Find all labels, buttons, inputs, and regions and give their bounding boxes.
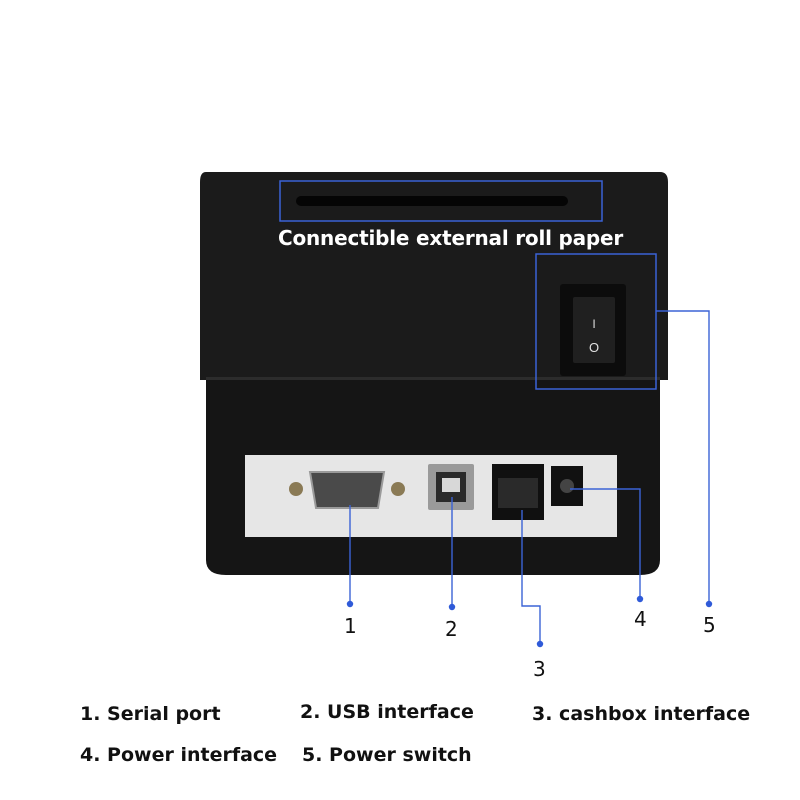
legend-item-serial-port: 1. Serial port <box>80 703 221 725</box>
leader-dot-4 <box>636 595 644 603</box>
callout-number-3: 3 <box>533 657 546 681</box>
leader-line-3 <box>521 510 541 642</box>
callout-number-2: 2 <box>445 617 458 641</box>
callout-number-5: 5 <box>703 613 716 637</box>
leader-dot-5 <box>705 600 713 608</box>
leader-dot-2 <box>448 603 456 611</box>
usb-port-tongue <box>442 478 460 492</box>
serial-port-icon <box>308 471 386 509</box>
leader-dots <box>346 595 713 648</box>
switch-off-symbol: O <box>589 340 599 355</box>
legend-item-power-switch: 5. Power switch <box>302 744 472 766</box>
switch-on-symbol: I <box>592 317 595 331</box>
power-jack-hole <box>560 479 574 493</box>
roll-paper-label: Connectible external roll paper <box>278 226 624 250</box>
body-seam <box>206 377 660 380</box>
leader-lines <box>349 310 710 642</box>
serial-screw-right <box>391 482 405 496</box>
leader-line-5 <box>656 310 710 602</box>
leader-dot-1 <box>346 600 354 608</box>
paper-slot <box>296 196 568 206</box>
power-switch-rocker <box>573 297 615 363</box>
serial-screw-left <box>289 482 303 496</box>
leader-dot-3 <box>536 640 544 648</box>
paper-slot-highlight-box <box>279 180 603 222</box>
cashbox-port-inner <box>498 478 538 508</box>
legend-item-usb-interface: 2. USB interface <box>300 701 474 723</box>
legend-item-cashbox-interface: 3. cashbox interface <box>532 703 751 725</box>
leader-line-4 <box>570 488 641 597</box>
callout-number-1: 1 <box>344 614 357 638</box>
printer-upper-body <box>200 172 668 380</box>
power-switch-highlight-box <box>535 253 657 390</box>
legend-item-power-interface: 4. Power interface <box>80 744 278 766</box>
callout-number-4: 4 <box>634 607 647 631</box>
